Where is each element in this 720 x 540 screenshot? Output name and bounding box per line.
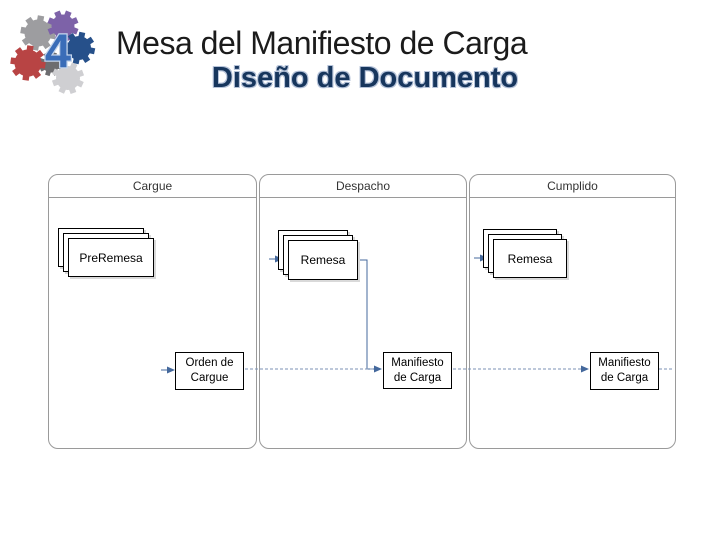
node-remesa-despacho-label: Remesa <box>288 240 358 280</box>
gear-purple-icon <box>47 10 79 42</box>
node-manifiesto-despacho: Manifiesto de Carga <box>383 352 452 389</box>
gear-gray-icon <box>20 15 56 51</box>
gear-red-icon <box>10 45 46 81</box>
node-manifiesto-despacho-label: Manifiesto de Carga <box>391 356 444 384</box>
node-manifiesto-cumplido-label: Manifiesto de Carga <box>598 357 651 384</box>
lane-cumplido: Cumplido <box>469 174 676 449</box>
gear-lightgray-icon <box>51 61 85 95</box>
page-subtitle: Diseño de Documento <box>211 62 519 94</box>
node-manifiesto-cumplido: Manifiesto de Carga <box>590 352 659 390</box>
lane-cumplido-title: Cumplido <box>470 175 675 198</box>
lane-despacho-title: Despacho <box>260 175 466 198</box>
node-orden-de-cargue: Orden de Cargue <box>175 352 244 390</box>
step-number: 4 <box>45 24 71 77</box>
gear-darkgray-icon <box>38 51 64 77</box>
node-remesa-cumplido-label: Remesa <box>493 239 567 278</box>
gear-blue-icon <box>62 31 96 65</box>
node-orden-de-cargue-label: Orden de Cargue <box>185 357 234 384</box>
gears-logo: 4 <box>5 5 110 105</box>
lane-despacho: Despacho <box>259 174 467 449</box>
lane-cargue: Cargue <box>48 174 257 449</box>
page-title: Mesa del Manifiesto de Carga <box>116 25 528 61</box>
lane-cargue-title: Cargue <box>49 175 256 198</box>
node-pre-remesa-label: PreRemesa <box>68 238 154 277</box>
gears-icon: 4 <box>10 10 96 95</box>
